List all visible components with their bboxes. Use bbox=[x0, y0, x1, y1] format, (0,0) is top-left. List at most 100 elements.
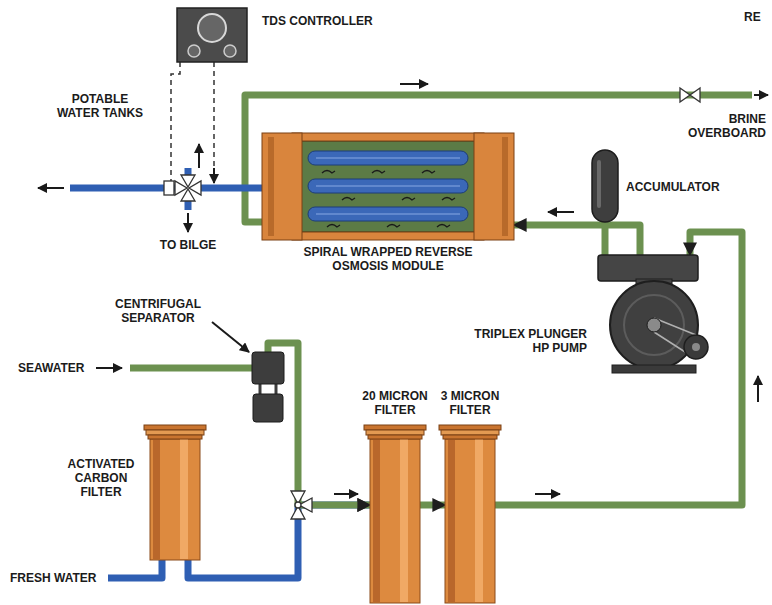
component-shape bbox=[592, 150, 618, 222]
filter-cartridge: 3 MICRON FILTER bbox=[445, 425, 495, 603]
accumulator: ACCUMULATOR bbox=[592, 150, 618, 222]
component-label: CENTRIFUGAL SEPARATOR bbox=[98, 297, 218, 325]
flow-swirl bbox=[322, 171, 335, 174]
filter-housing bbox=[150, 439, 200, 560]
tie-bar bbox=[292, 133, 484, 141]
cropped-label: RE bbox=[744, 10, 770, 24]
separator-bowl bbox=[253, 394, 283, 422]
flow-swirl bbox=[372, 171, 385, 174]
end-plate bbox=[262, 133, 302, 240]
membrane-tube-line bbox=[316, 157, 460, 159]
membrane-tube bbox=[308, 207, 468, 221]
outlet-label: BRINE OVERBOARD bbox=[684, 112, 766, 140]
end-plate-shade bbox=[268, 137, 274, 236]
valve-symbol bbox=[175, 181, 187, 195]
flow-swirl bbox=[387, 225, 400, 228]
component-shape bbox=[150, 425, 200, 560]
membrane-tube bbox=[308, 179, 468, 193]
tds-controller: TDS CONTROLLER bbox=[177, 8, 247, 62]
filter-cap bbox=[144, 425, 206, 430]
text-anchor: POTABLE WATER TANKS bbox=[50, 92, 150, 120]
text-anchor: RE bbox=[744, 10, 770, 24]
component-label: ACCUMULATOR bbox=[626, 180, 736, 194]
text-anchor: 3 MICRON FILTER bbox=[430, 389, 510, 417]
component-shape bbox=[262, 133, 514, 240]
controller-dial bbox=[198, 14, 226, 42]
flow-arrow bbox=[757, 376, 759, 402]
text-anchor: TRIPLEX PLUNGER HP PUMP bbox=[461, 327, 587, 355]
component-label: SPIRAL WRAPPED REVERSE OSMOSIS MODULE bbox=[298, 245, 478, 273]
pump-base bbox=[612, 365, 696, 373]
separator-body bbox=[252, 352, 284, 384]
membrane-tube-line bbox=[316, 185, 460, 187]
component-shape bbox=[177, 8, 247, 62]
pump-body bbox=[610, 281, 698, 369]
outlet-label: POTABLE WATER TANKS bbox=[50, 92, 150, 120]
housing-shade bbox=[153, 439, 160, 559]
pump-shaft bbox=[647, 318, 661, 332]
text-anchor: SEAWATER bbox=[18, 361, 98, 375]
valve-actuator bbox=[164, 181, 174, 195]
component-shape bbox=[252, 352, 284, 422]
component-label: 20 MICRON FILTER bbox=[355, 389, 435, 417]
product-pipe bbox=[196, 185, 262, 192]
tie-bar bbox=[292, 232, 484, 240]
signal-arrow bbox=[213, 168, 215, 183]
filter-cap bbox=[146, 430, 204, 435]
component-label: TDS CONTROLLER bbox=[262, 14, 402, 28]
flow-arrow bbox=[96, 367, 122, 369]
component-label: 3 MICRON FILTER bbox=[430, 389, 510, 417]
end-plate bbox=[474, 133, 514, 240]
membrane-tube bbox=[308, 151, 468, 165]
filter-cap bbox=[368, 435, 422, 439]
component-label: TRIPLEX PLUNGER HP PUMP bbox=[461, 327, 587, 355]
drive-pulley bbox=[684, 335, 708, 359]
signal-line bbox=[171, 62, 180, 181]
valve-symbol bbox=[295, 502, 301, 508]
vessel-highlight bbox=[597, 160, 601, 208]
housing-shade bbox=[448, 439, 455, 602]
component-shape bbox=[370, 425, 420, 603]
pump-manifold bbox=[598, 255, 698, 281]
flow-arrow bbox=[198, 144, 200, 168]
controller-box bbox=[177, 8, 247, 62]
flow-arrow bbox=[548, 211, 574, 213]
controller-knob bbox=[188, 45, 200, 57]
filter-cap bbox=[441, 430, 499, 435]
inlet-label: SEAWATER bbox=[18, 361, 98, 375]
end-plate-shade bbox=[502, 137, 508, 236]
outlet-label: TO BILGE bbox=[150, 238, 226, 252]
flow-swirl bbox=[327, 225, 340, 228]
accumulator-vessel bbox=[592, 150, 618, 222]
housing-highlight bbox=[180, 439, 188, 559]
pipe-connector bbox=[514, 225, 640, 255]
text-anchor: SPIRAL WRAPPED REVERSE OSMOSIS MODULE bbox=[298, 245, 478, 273]
flow-swirl bbox=[437, 225, 450, 228]
text-anchor: ACTIVATED CARBON FILTER bbox=[62, 457, 140, 499]
component-shape bbox=[598, 255, 712, 373]
pipe-connector bbox=[495, 232, 742, 505]
text-anchor: ACCUMULATOR bbox=[626, 180, 736, 194]
housing-highlight bbox=[475, 439, 483, 602]
housing-shade bbox=[373, 439, 380, 602]
filter-cap bbox=[439, 425, 501, 430]
flow-swirl bbox=[402, 198, 415, 201]
membrane-tube-line bbox=[316, 213, 460, 215]
text-anchor: TDS CONTROLLER bbox=[262, 14, 402, 28]
filter-housing bbox=[370, 439, 420, 603]
text-anchor: CENTRIFUGAL SEPARATOR bbox=[98, 297, 218, 325]
text-anchor: 20 MICRON FILTER bbox=[355, 389, 435, 417]
hp-pump: TRIPLEX PLUNGER HP PUMP bbox=[598, 255, 712, 373]
flow-swirl bbox=[342, 198, 355, 201]
signal-line bbox=[213, 62, 215, 170]
flow-arrow bbox=[754, 94, 768, 96]
text-anchor: FRESH WATER bbox=[10, 571, 106, 585]
component-shape bbox=[445, 425, 495, 603]
filter-cap bbox=[443, 435, 497, 439]
flow-swirl bbox=[442, 198, 455, 201]
controller-knob bbox=[224, 45, 236, 57]
carbon-filter: ACTIVATED CARBON FILTER bbox=[150, 425, 200, 560]
inlet-label: FRESH WATER bbox=[10, 571, 106, 585]
flow-arrow bbox=[38, 187, 64, 189]
